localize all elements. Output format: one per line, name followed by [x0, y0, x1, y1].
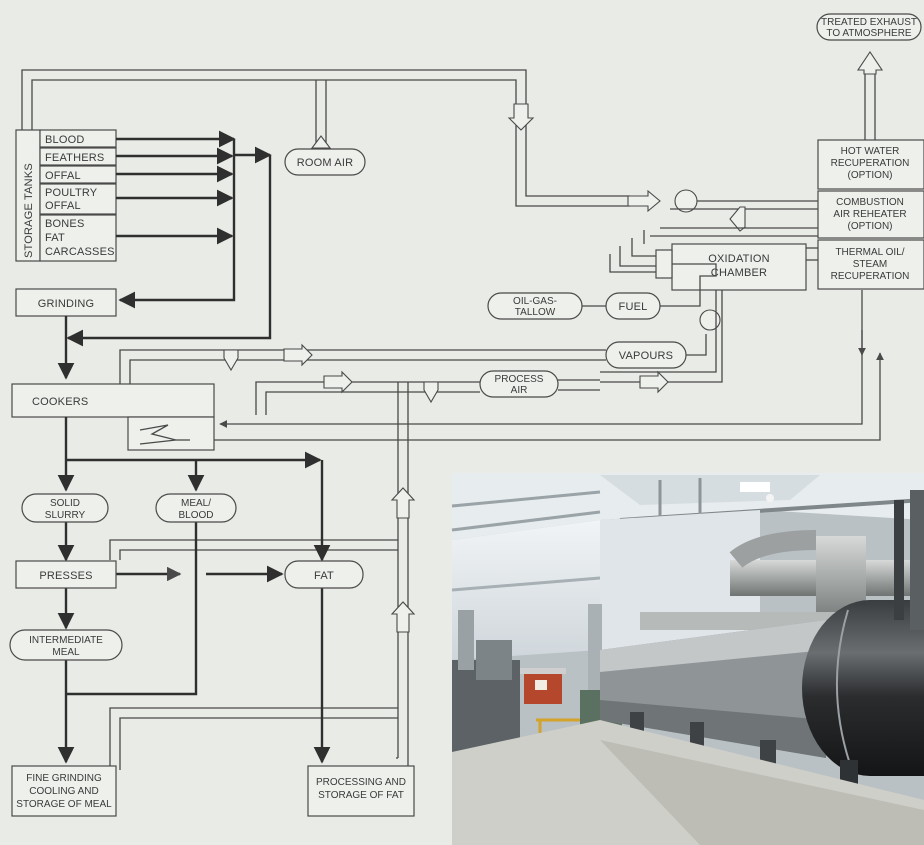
product-flow-arrows: [57, 417, 331, 764]
tank-feed-arrows: [66, 130, 272, 347]
plant-photo: [451, 473, 924, 845]
room-air-duct: [21, 69, 818, 237]
svg-text:STORAGE OF FAT: STORAGE OF FAT: [318, 790, 404, 801]
svg-text:HOT WATER: HOT WATER: [841, 146, 900, 157]
process-air-line: PROCESS AIR: [255, 370, 669, 415]
svg-text:COOKERS: COOKERS: [32, 396, 88, 408]
svg-text:FAT: FAT: [314, 570, 334, 582]
room-air-node: ROOM AIR: [284, 148, 366, 176]
svg-text:SLURRY: SLURRY: [45, 510, 86, 521]
svg-text:FEATHERS: FEATHERS: [45, 152, 104, 164]
svg-text:BLOOD: BLOOD: [178, 510, 213, 521]
meal-blood-node: MEAL/ BLOOD: [155, 493, 237, 523]
intermediate-meal-node: INTERMEDIATE MEAL: [9, 629, 123, 661]
cookers-node: COOKERS: [11, 383, 215, 451]
fuel-supply: OIL-GAS- TALLOW FUEL: [487, 263, 717, 320]
svg-text:BLOOD: BLOOD: [45, 134, 85, 146]
svg-text:COMBUSTION: COMBUSTION: [836, 197, 904, 208]
hot-water-recuperation: HOT WATER RECUPERATION (OPTION): [817, 139, 924, 190]
svg-text:STORAGE TANKS: STORAGE TANKS: [23, 163, 35, 258]
svg-text:ROOM AIR: ROOM AIR: [297, 157, 354, 169]
svg-text:OFFAL: OFFAL: [45, 170, 81, 182]
fat-node: FAT: [284, 560, 364, 589]
svg-text:COOLING AND: COOLING AND: [29, 786, 98, 797]
svg-text:INTERMEDIATE: INTERMEDIATE: [29, 635, 103, 646]
svg-text:VAPOURS: VAPOURS: [619, 350, 673, 362]
svg-text:PROCESSING AND: PROCESSING AND: [316, 777, 406, 788]
svg-text:THERMAL OIL/: THERMAL OIL/: [835, 247, 904, 258]
combustion-air-reheater: COMBUSTION AIR REHEATER (OPTION): [817, 190, 924, 239]
solid-slurry-node: SOLID SLURRY: [21, 493, 109, 523]
svg-text:AIR REHEATER: AIR REHEATER: [833, 209, 906, 220]
svg-text:OXIDATION: OXIDATION: [708, 253, 770, 265]
exhaust-stack: [856, 51, 884, 140]
svg-text:STEAM: STEAM: [853, 259, 887, 270]
svg-text:TO ATMOSPHERE: TO ATMOSPHERE: [826, 28, 912, 39]
svg-text:AIR: AIR: [511, 385, 528, 396]
svg-text:PRESSES: PRESSES: [39, 570, 92, 582]
processing-storage-fat-node: PROCESSING AND STORAGE OF FAT: [307, 765, 415, 817]
oxidation-chamber: OXIDATION CHAMBER: [609, 230, 818, 291]
svg-text:CARCASSES: CARCASSES: [45, 246, 115, 258]
grinding-node: GRINDING: [15, 288, 117, 380]
svg-text:FINE GRINDING: FINE GRINDING: [26, 773, 102, 784]
svg-text:POULTRY: POULTRY: [45, 187, 98, 199]
svg-text:CHAMBER: CHAMBER: [711, 267, 767, 279]
storage-tanks: STORAGE TANKS BLOOD FEATHERS OFFAL POULT…: [15, 129, 117, 262]
vapours-line: VAPOURS: [119, 290, 723, 385]
svg-text:RECUPERATION: RECUPERATION: [831, 271, 910, 282]
svg-text:BONES: BONES: [45, 218, 85, 230]
svg-text:STORAGE OF MEAL: STORAGE OF MEAL: [16, 799, 112, 810]
svg-text:MEAL/: MEAL/: [181, 498, 211, 509]
svg-text:FAT: FAT: [45, 232, 65, 244]
svg-text:(OPTION): (OPTION): [848, 221, 893, 232]
svg-text:PROCESS: PROCESS: [495, 374, 544, 385]
svg-text:TALLOW: TALLOW: [515, 307, 556, 318]
svg-text:TREATED EXHAUST: TREATED EXHAUST: [821, 17, 917, 28]
svg-text:GRINDING: GRINDING: [38, 298, 95, 310]
fine-grinding-node: FINE GRINDING COOLING AND STORAGE OF MEA…: [11, 765, 117, 817]
thermal-oil-steam-recuperation: THERMAL OIL/ STEAM RECUPERATION: [817, 239, 924, 290]
svg-text:FUEL: FUEL: [619, 301, 648, 313]
treated-exhaust-node: TREATED EXHAUST TO ATMOSPHERE: [816, 13, 922, 41]
bones-fat-carcasses-tank: [39, 214, 117, 262]
svg-text:SOLID: SOLID: [50, 498, 80, 509]
svg-text:(OPTION): (OPTION): [848, 170, 893, 181]
presses-node: PRESSES: [15, 560, 117, 589]
svg-text:OFFAL: OFFAL: [45, 200, 81, 212]
svg-text:RECUPERATION: RECUPERATION: [831, 158, 910, 169]
svg-text:OIL-GAS-: OIL-GAS-: [513, 296, 557, 307]
svg-text:MEAL: MEAL: [52, 647, 80, 658]
poultry-offal-tank: [39, 183, 117, 215]
return-lines: [109, 290, 884, 770]
